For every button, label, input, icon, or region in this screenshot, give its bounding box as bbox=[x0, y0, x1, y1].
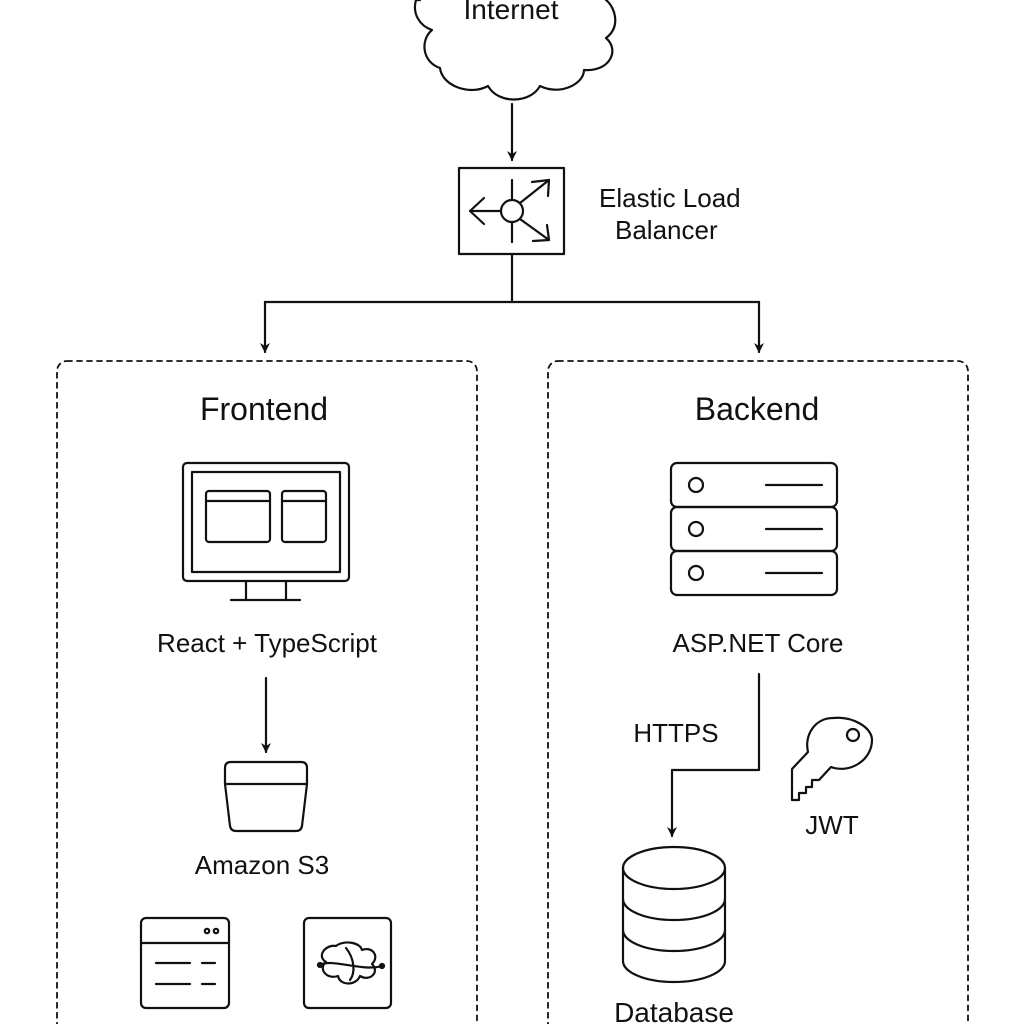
database-icon bbox=[621, 845, 727, 984]
backend-server-label: ASP.NET Core bbox=[672, 628, 844, 658]
monitor-icon bbox=[181, 461, 351, 602]
https-connector bbox=[667, 672, 761, 838]
elb-label-line2: Balancer bbox=[615, 215, 718, 245]
https-label: HTTPS bbox=[633, 718, 719, 748]
server-rack-icon bbox=[669, 461, 839, 597]
key-icon bbox=[790, 716, 874, 802]
jwt-label: JWT bbox=[805, 810, 859, 840]
internet-label: Internet bbox=[463, 0, 559, 25]
browser-window-icon bbox=[139, 916, 231, 1010]
frontend-app-label: React + TypeScript bbox=[157, 628, 377, 658]
backend-group bbox=[547, 360, 969, 1024]
elb-split-connector bbox=[260, 252, 764, 354]
s3-label: Amazon S3 bbox=[194, 850, 330, 880]
backend-title: Backend bbox=[694, 391, 820, 427]
bucket-icon bbox=[223, 760, 309, 833]
elb-label-line1: Elastic Load bbox=[599, 183, 741, 213]
load-balancer-icon bbox=[457, 166, 566, 256]
frontend-group bbox=[56, 360, 478, 1024]
cloudfront-icon bbox=[302, 916, 393, 1010]
frontend-title: Frontend bbox=[199, 391, 329, 427]
database-label: Database bbox=[614, 997, 734, 1028]
cloud-icon bbox=[413, 0, 617, 101]
